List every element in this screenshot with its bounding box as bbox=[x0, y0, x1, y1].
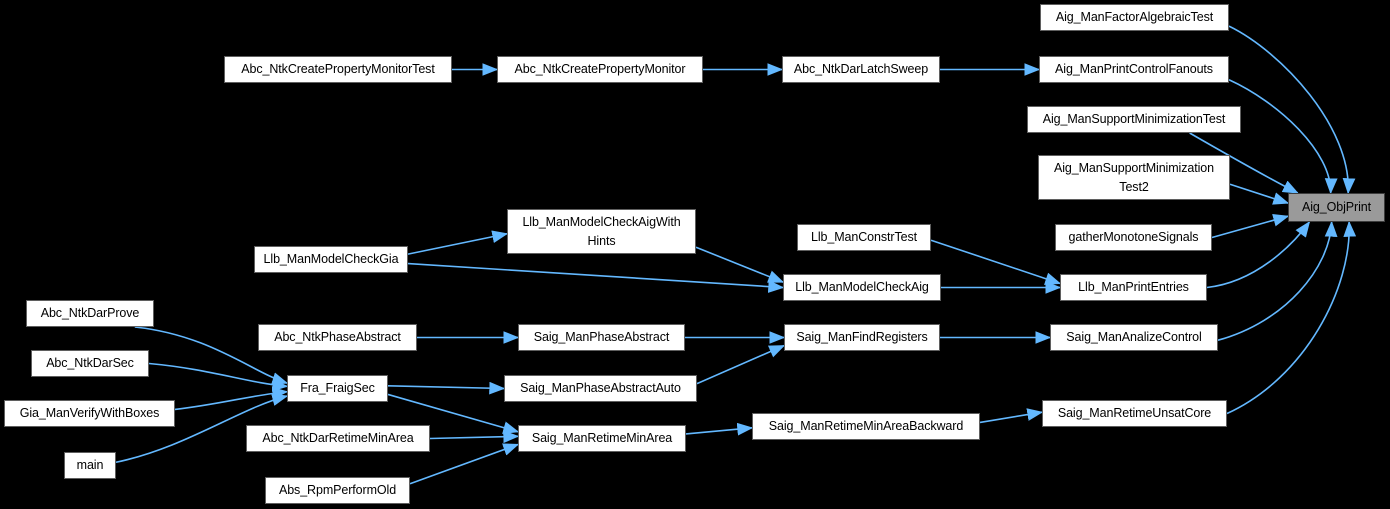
node-gathermonotonesignals[interactable]: gatherMonotoneSignals bbox=[1055, 224, 1212, 251]
edge-llb-manprintentries-to-aig-objprint bbox=[1206, 220, 1311, 289]
node-llb-manprintentries[interactable]: Llb_ManPrintEntries bbox=[1060, 274, 1207, 301]
edge-llb-manmodelcheckaigwithhints-to-llb-manmodelcheckaig bbox=[695, 246, 785, 283]
node-llb-manmodelcheckaig[interactable]: Llb_ManModelCheckAig bbox=[783, 274, 941, 301]
edge-llb-manconstrtest-to-llb-manprintentries bbox=[930, 239, 1062, 285]
node-main[interactable]: main bbox=[64, 452, 116, 479]
edge-abc-ntkdarsec-to-fra-fraigsec bbox=[148, 362, 289, 392]
node-aig-mansupportminimizationtest[interactable]: Aig_ManSupportMinimizationTest bbox=[1027, 106, 1241, 133]
node-llb-manmodelcheckaigwithhints[interactable]: Llb_ManModelCheckAigWith Hints bbox=[507, 209, 696, 254]
edge-gia-manverifywithboxes-to-fra-fraigsec bbox=[174, 386, 289, 411]
node-abc-ntkdarlatchsweep[interactable]: Abc_NtkDarLatchSweep bbox=[782, 56, 940, 83]
edge-abc-ntkdarprove-to-fra-fraigsec bbox=[134, 326, 289, 385]
node-aig-objprint: Aig_ObjPrint bbox=[1288, 193, 1385, 222]
node-saig-manretimeunsatcore[interactable]: Saig_ManRetimeUnsatCore bbox=[1042, 400, 1227, 427]
node-abs-rpmperformold[interactable]: Abs_RpmPerformOld bbox=[265, 477, 410, 504]
node-fra-fraigsec[interactable]: Fra_FraigSec bbox=[287, 375, 388, 402]
edge-saig-manphaseabstractauto-to-saig-manfindregisters bbox=[696, 344, 786, 385]
node-abc-ntkcreatepropertymonitor[interactable]: Abc_NtkCreatePropertyMonitor bbox=[497, 56, 703, 83]
edge-abs-rpmperformold-to-saig-manretimeminarea bbox=[409, 443, 520, 485]
node-llb-manconstrtest[interactable]: Llb_ManConstrTest bbox=[797, 224, 931, 251]
node-aig-mansupportminimizationtest2[interactable]: Aig_ManSupportMinimization Test2 bbox=[1038, 155, 1230, 200]
edge-fra-fraigsec-to-saig-manretimeminarea bbox=[387, 393, 520, 434]
node-llb-manmodelcheckgia[interactable]: Llb_ManModelCheckGia bbox=[254, 246, 408, 273]
node-saig-manphaseabstract[interactable]: Saig_ManPhaseAbstract bbox=[518, 324, 685, 351]
node-gia-manverifywithboxes[interactable]: Gia_ManVerifyWithBoxes bbox=[4, 400, 175, 427]
node-abc-ntkdarretimeminarea[interactable]: Abc_NtkDarRetimeMinArea bbox=[246, 425, 430, 452]
node-saig-manphaseabstractauto[interactable]: Saig_ManPhaseAbstractAuto bbox=[504, 375, 697, 402]
node-aig-manfactoralgebraictest[interactable]: Aig_ManFactorAlgebraicTest bbox=[1040, 4, 1229, 31]
edge-aig-mansupportminimizationtest-to-aig-objprint bbox=[1189, 132, 1299, 194]
edge-llb-manmodelcheckgia-to-llb-manmodelcheckaigwithhints bbox=[407, 230, 509, 255]
node-saig-manretimeminareabackward[interactable]: Saig_ManRetimeMinAreaBackward bbox=[752, 413, 980, 440]
node-saig-manretimeminarea[interactable]: Saig_ManRetimeMinArea bbox=[518, 425, 686, 452]
edge-saig-manretimeminareabackward-to-saig-manretimeunsatcore bbox=[979, 408, 1044, 424]
node-abc-ntkdarsec[interactable]: Abc_NtkDarSec bbox=[31, 350, 149, 377]
node-aig-manprintcontrolfanouts[interactable]: Aig_ManPrintControlFanouts bbox=[1039, 56, 1229, 83]
edge-gathermonotonesignals-to-aig-objprint bbox=[1211, 214, 1290, 239]
edge-llb-manmodelcheckgia-to-llb-manmodelcheckaig bbox=[407, 262, 785, 293]
node-saig-mananalizecontrol[interactable]: Saig_ManAnalizeControl bbox=[1050, 324, 1218, 351]
node-abc-ntkcreatepropertymonitortest[interactable]: Abc_NtkCreatePropertyMonitorTest bbox=[224, 56, 452, 83]
edge-abc-ntkdarretimeminarea-to-saig-manretimeminarea bbox=[429, 430, 520, 444]
node-saig-manfindregisters[interactable]: Saig_ManFindRegisters bbox=[784, 324, 940, 351]
node-abc-ntkphaseabstract[interactable]: Abc_NtkPhaseAbstract bbox=[258, 324, 417, 351]
edge-aig-mansupportminimizationtest2-to-aig-objprint bbox=[1229, 183, 1290, 205]
edge-aig-manprintcontrolfanouts-to-aig-objprint bbox=[1228, 79, 1338, 195]
edge-saig-manretimeminarea-to-saig-manretimeminareabackward bbox=[685, 422, 754, 436]
edge-main-to-fra-fraigsec bbox=[115, 393, 289, 464]
node-abc-ntkdarprove[interactable]: Abc_NtkDarProve bbox=[26, 300, 154, 327]
edge-saig-manretimeunsatcore-to-aig-objprint bbox=[1226, 220, 1357, 415]
edge-saig-mananalizecontrol-to-aig-objprint bbox=[1217, 220, 1338, 341]
edge-aig-manfactoralgebraictest-to-aig-objprint bbox=[1228, 25, 1356, 195]
edge-fra-fraigsec-to-saig-manphaseabstractauto bbox=[387, 381, 506, 395]
